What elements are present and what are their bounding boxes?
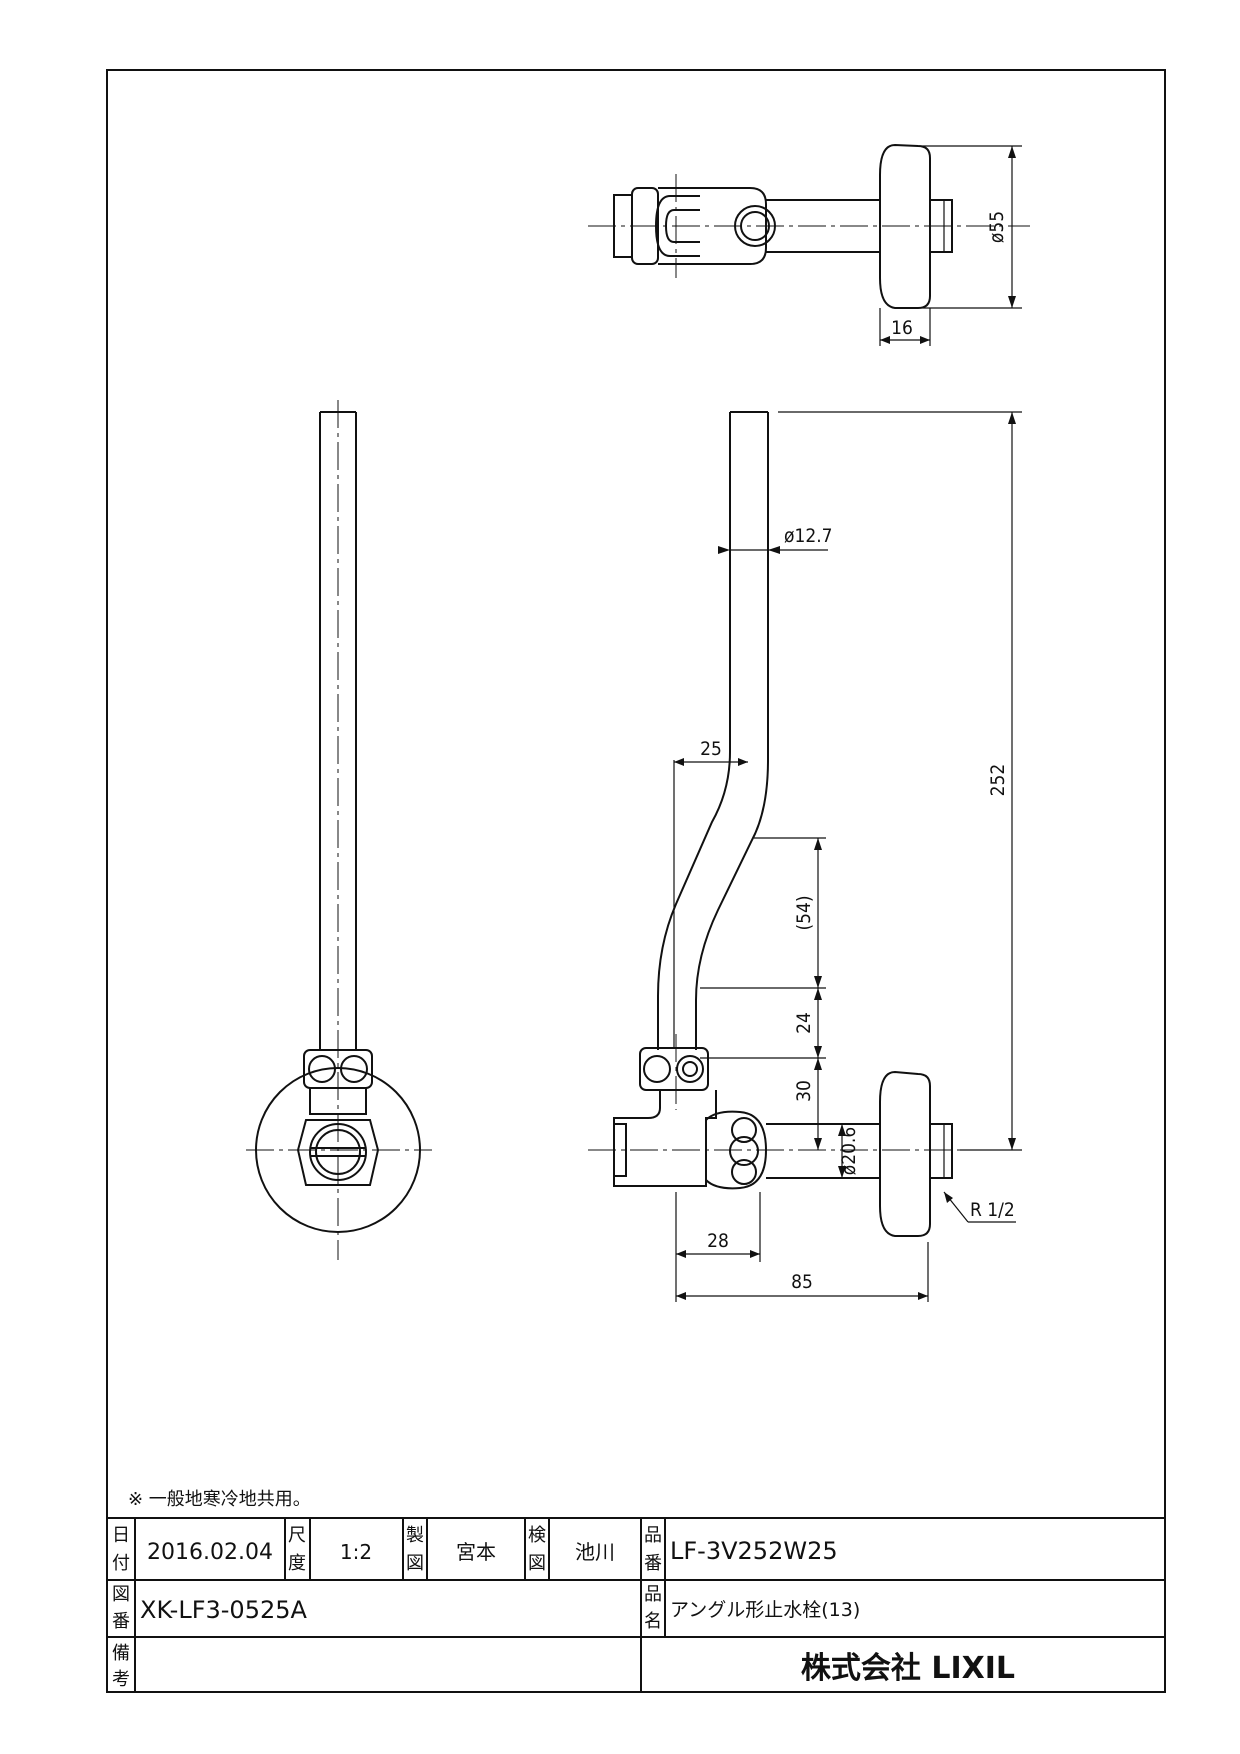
part-no-label-2: 番 <box>644 1553 662 1574</box>
dim-body-diameter: ø20.6 <box>838 1127 860 1176</box>
part-name-label-2: 名 <box>644 1611 662 1632</box>
dim-valve-height: 30 <box>793 1080 815 1102</box>
remarks-label-2: 考 <box>112 1669 130 1690</box>
dim-total-height: 252 <box>987 764 1009 797</box>
dim-flange-thickness: 16 <box>891 317 913 339</box>
dim-body-length: 28 <box>707 1230 729 1252</box>
drawn-by: 宮本 <box>456 1540 496 1564</box>
date-value: 2016.02.04 <box>147 1540 273 1565</box>
checked-label-2: 図 <box>528 1553 546 1574</box>
remarks-label: 備 <box>112 1643 130 1664</box>
part-no-label: 品 <box>644 1525 662 1546</box>
drawn-label-2: 図 <box>406 1553 424 1574</box>
scale-label-2: 度 <box>288 1553 306 1574</box>
drawing-no-label: 図 <box>112 1584 130 1605</box>
scale-label: 尺 <box>288 1525 306 1546</box>
part-no-value: LF-3V252W25 <box>670 1537 838 1565</box>
drawing-no-value: XK-LF3-0525A <box>140 1596 308 1624</box>
checked-label: 検 <box>528 1525 546 1546</box>
top-view: ø55 16 <box>588 143 1030 346</box>
checked-by: 池川 <box>575 1540 615 1564</box>
dim-thread: R 1/2 <box>970 1199 1015 1221</box>
title-block: 日 付 2016.02.04 尺 度 1:2 製 図 宮本 検 図 池川 品 番… <box>107 1517 1165 1692</box>
front-view <box>246 400 432 1260</box>
part-name-value: アングル形止水栓(13) <box>670 1599 860 1621</box>
scale-value: 1:2 <box>340 1540 372 1564</box>
dim-straight-height: 24 <box>793 1012 815 1034</box>
dim-total-length: 85 <box>791 1271 813 1293</box>
dim-pipe-diameter: ø12.7 <box>784 525 833 547</box>
dim-flange-diameter: ø55 <box>986 211 1008 243</box>
part-name-label: 品 <box>644 1584 662 1605</box>
drawing-note: ※ 一般地寒冷地共用。 <box>128 1489 311 1510</box>
side-view: ø12.7 25 252 (54) 24 30 ø20.6 R 1/2 <box>588 411 1022 1302</box>
drawing-no-label-2: 番 <box>112 1611 130 1632</box>
drawing-frame <box>106 69 1166 1693</box>
dim-bend-height: (54) <box>793 895 815 930</box>
date-label-2: 付 <box>112 1553 130 1574</box>
company-logo-text: 株式会社 LIXIL <box>801 1651 1015 1686</box>
drawn-label: 製 <box>406 1525 424 1546</box>
date-label: 日 <box>112 1525 130 1546</box>
dim-offset: 25 <box>700 738 722 760</box>
